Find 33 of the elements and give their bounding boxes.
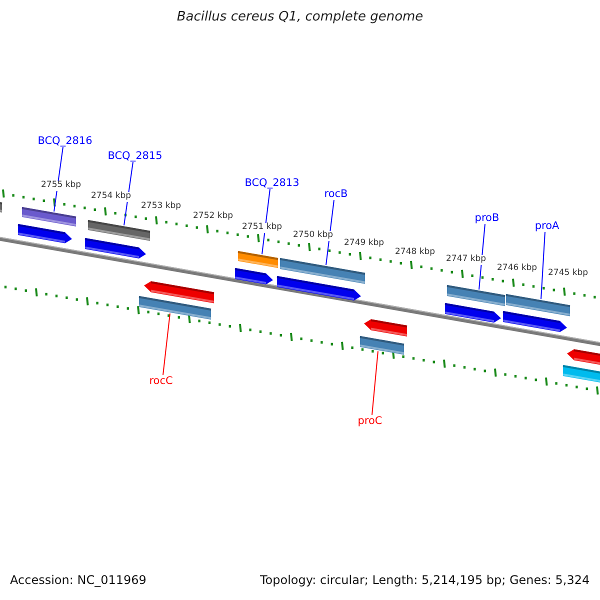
gene-label: BCQ_2816	[38, 134, 92, 148]
gene-label: BCQ_2813	[244, 176, 300, 190]
leader-line	[372, 350, 378, 416]
chart-title: Bacillus cereus Q1, complete genome	[176, 10, 424, 26]
accession-text: Accession: NC_011969	[10, 574, 146, 588]
scale-label: 2751 kbp	[241, 223, 284, 233]
gene-bar	[446, 285, 506, 306]
scale-label: 2747 kbp	[445, 255, 488, 265]
gene-label: proA	[534, 220, 560, 232]
scale-label: 2755 kbp	[40, 181, 82, 191]
scale-label: 2749 kbp	[343, 239, 386, 249]
scale-label: 2753 kbp	[140, 202, 182, 212]
scale-label: 2746 kbp	[496, 264, 538, 274]
gene-label: rocB	[324, 188, 348, 200]
gene-bar	[280, 258, 366, 284]
scale-label: 2754 kbp	[90, 192, 132, 202]
gene-bar	[238, 251, 278, 268]
scale-label: 2752 kbp	[192, 212, 234, 222]
gene-label: BCQ_2815	[108, 150, 162, 162]
scale-label: 2750 kbp	[292, 231, 334, 241]
scale-label: 2748 kbp	[394, 248, 436, 258]
genome-summary-text: Topology: circular; Length: 5,214,195 bp; Genes: 5,324	[260, 574, 590, 588]
gene-bar	[506, 294, 570, 316]
gene-label: proB	[474, 212, 500, 224]
gene-bar	[360, 336, 404, 355]
gene-bar	[88, 220, 150, 241]
gene-bar	[22, 207, 76, 226]
leader-line	[540, 232, 546, 300]
gene-bar	[138, 296, 212, 320]
gene-label: proC	[358, 414, 382, 428]
leader-line	[162, 312, 170, 376]
gene-label: rocC	[149, 374, 173, 388]
scale-label: 2745 kbp	[547, 269, 590, 279]
